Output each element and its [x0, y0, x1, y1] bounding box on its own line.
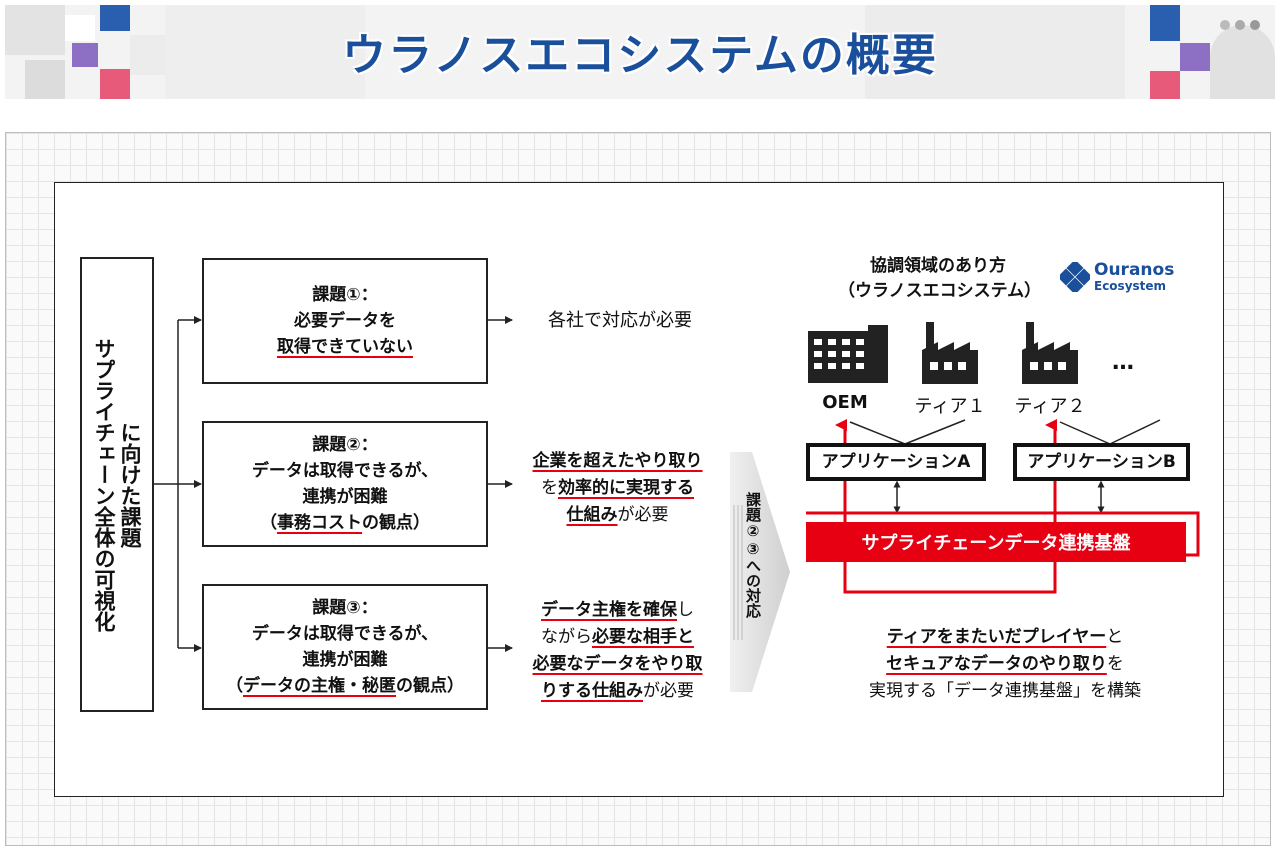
chevron-label: 課題②③への対応 — [744, 492, 762, 618]
decor-dot — [1220, 20, 1230, 30]
issue-keyword: 事務コスト — [277, 513, 362, 533]
ecosystem-heading-line1: 協調領域のあり方 — [870, 256, 1006, 276]
issue-label: 課題①： — [312, 285, 378, 305]
response-line: ながら必要な相手と — [510, 624, 725, 651]
ouranos-logo: Ouranos Ecosystem — [1060, 260, 1180, 296]
paren-open: （ — [226, 676, 243, 696]
response-line: 必要なデータをやり取 — [532, 654, 703, 674]
logo-text-sub: Ecosystem — [1094, 279, 1167, 293]
response-keyword: データ主権を確保 — [541, 600, 677, 620]
issue-suffix: の観点） — [362, 513, 430, 533]
decor-tile — [25, 60, 65, 99]
ecosystem-heading-line2: （ウラノスエコシステム） — [838, 281, 1042, 301]
page-title: ウラノスエコシステムの概要 — [342, 30, 938, 81]
response-2: 企業を超えたやり取り を効率的に実現する 仕組みが必要 — [510, 448, 725, 529]
summary-text: ティアをまたいだプレイヤーと セキュアなデータのやり取りを 実現する「データ連携… — [840, 624, 1170, 705]
decor-tile — [5, 5, 65, 55]
decor-tile — [1150, 71, 1180, 99]
decor-tile — [100, 69, 130, 99]
decor-tile — [130, 35, 170, 75]
summary-text-part: を — [1106, 654, 1124, 674]
decor-tile — [72, 43, 98, 67]
header-banner: ウラノスエコシステムの概要 — [5, 5, 1275, 99]
response-text: ながら — [541, 627, 592, 647]
response-keyword: 必要な相手と — [592, 627, 694, 647]
ecosystem-heading: 協調領域のあり方 （ウラノスエコシステム） — [838, 254, 1042, 304]
oem-building-icon — [808, 325, 888, 383]
response-text: し — [677, 600, 694, 620]
issue-line: 取得できていない — [277, 337, 413, 357]
summary-text-part: と — [1106, 627, 1124, 647]
app-a-link — [849, 421, 906, 445]
summary-line: 実現する「データ連携基盤」を構築 — [869, 681, 1141, 701]
summary-keyword: セキュアなデータのやり取り — [886, 654, 1107, 674]
visibility-issues-box: サプライチェーン全体の可視化 に向けた課題 — [80, 257, 154, 712]
tier2-label: ティア２ — [1014, 396, 1086, 417]
summary-keyword: ティアをまたいだプレイヤー — [886, 627, 1107, 647]
issue-suffix: の観点） — [396, 676, 464, 696]
issue-label: 課題②： — [312, 435, 378, 455]
issue-line: （事務コストの観点） — [260, 510, 430, 536]
decor-tile — [100, 5, 130, 31]
vertical-title-col2: に向けた課題 — [118, 421, 142, 548]
vertical-title-col1: サプライチェーン全体の可視化 — [92, 337, 116, 632]
response-keyword: 効率的に実現する — [558, 478, 694, 498]
issue-label: 課題③： — [312, 598, 378, 618]
response-1: 各社で対応が必要 — [548, 310, 692, 331]
response-keyword: 仕組み — [566, 505, 618, 525]
summary-line: セキュアなデータのやり取りを — [840, 651, 1170, 678]
issue-line: 連携が困難 — [302, 487, 388, 507]
app-a-link — [904, 419, 966, 445]
response-line: 仕組みが必要 — [510, 502, 725, 529]
response-keyword: りする仕組み — [541, 681, 643, 701]
logo-text-main: Ouranos — [1094, 260, 1175, 280]
decor-tile — [1150, 5, 1180, 41]
issue-line: データは取得できるが、 — [251, 624, 439, 644]
response-3: データ主権を確保し ながら必要な相手と 必要なデータをやり取 りする仕組みが必要 — [510, 597, 725, 705]
issue-line: 必要データを — [294, 311, 396, 331]
response-text: が必要 — [643, 681, 694, 701]
decor-tile — [865, 5, 1125, 99]
response-line: を効率的に実現する — [510, 475, 725, 502]
decor-dot — [1235, 20, 1245, 30]
decor-tile — [165, 5, 365, 99]
response-text: を — [541, 478, 558, 498]
issue-line: データは取得できるが、 — [251, 461, 439, 481]
issue-line: （データの主権・秘匿の観点） — [226, 673, 464, 699]
decor-tile — [1210, 25, 1275, 99]
application-a-box: アプリケーションA — [806, 443, 986, 481]
application-b-box: アプリケーションB — [1013, 443, 1190, 481]
chevron-stripes — [733, 505, 743, 640]
issue-box-3: 課題③： データは取得できるが、 連携が困難 （データの主権・秘匿の観点） — [202, 584, 488, 710]
issue-box-2: 課題②： データは取得できるが、 連携が困難 （事務コストの観点） — [202, 421, 488, 547]
issue-line: 連携が困難 — [302, 650, 388, 670]
decor-tile — [1180, 43, 1210, 71]
response-text: が必要 — [617, 505, 669, 525]
summary-line: ティアをまたいだプレイヤーと — [840, 624, 1170, 651]
tier1-label: ティア１ — [914, 396, 986, 417]
response-chevron — [730, 452, 790, 692]
response-line: 企業を超えたやり取り — [532, 451, 703, 471]
issue-box-1: 課題①： 必要データを 取得できていない — [202, 258, 488, 384]
more-ellipsis: … — [1112, 350, 1134, 375]
oem-label: OEM — [822, 392, 868, 413]
app-b-link — [1109, 419, 1161, 445]
data-platform-bar: サプライチェーンデータ連携基盤 — [806, 522, 1186, 562]
decor-tile — [65, 15, 95, 41]
tier1-factory-icon — [922, 322, 978, 384]
response-line: りする仕組みが必要 — [510, 678, 725, 705]
issue-keyword: データの主権・秘匿 — [243, 676, 396, 696]
tier2-factory-icon — [1022, 322, 1078, 384]
decor-dot — [1250, 20, 1260, 30]
response-line: データ主権を確保し — [510, 597, 725, 624]
ouranos-logo-icon — [1060, 262, 1090, 292]
app-b-link — [1059, 421, 1111, 445]
paren-open: （ — [260, 513, 277, 533]
